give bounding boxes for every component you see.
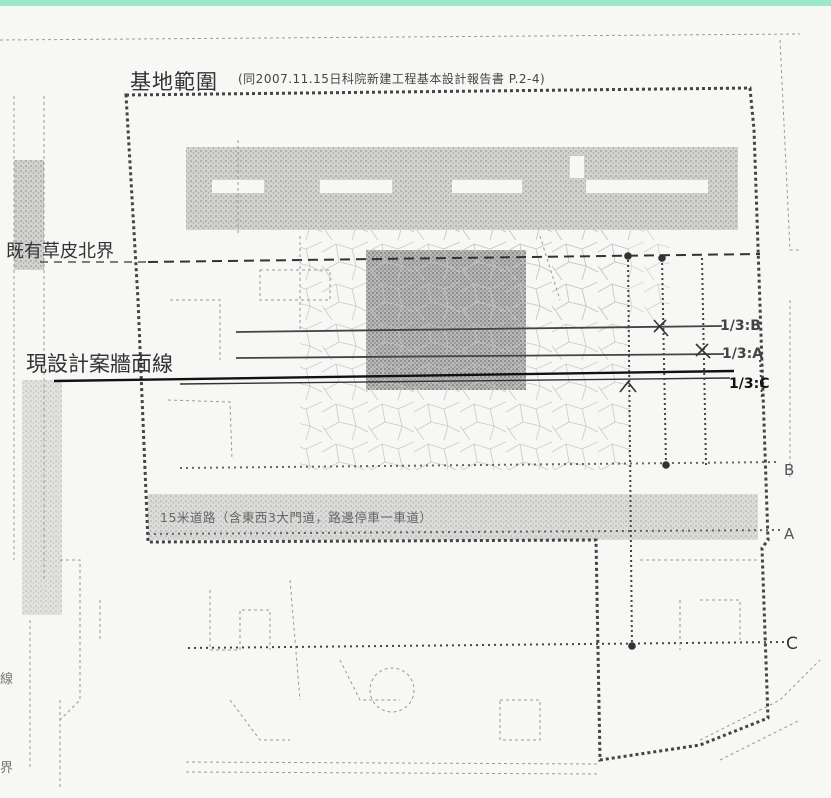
marker-b: B — [784, 461, 795, 479]
design-wall-line — [53, 369, 735, 383]
wall-line-second — [179, 377, 731, 385]
ratio-label-a: 1/3:A — [722, 346, 764, 362]
grass-boundary-line — [147, 253, 761, 263]
line-1-3-b — [235, 325, 723, 333]
title-subtitle: (同2007.11.15日科院新建工程基本設計報告書 P.2-4) — [238, 72, 546, 86]
design-wall-line-label: 現設計案牆面線 — [26, 352, 173, 376]
line-c — [187, 641, 785, 649]
line-b — [179, 461, 781, 469]
edge-fragment: 線 — [0, 672, 14, 687]
dimension-lines — [627, 254, 763, 649]
paving-pattern-2 — [440, 230, 670, 320]
top-band — [0, 0, 831, 6]
road-band — [148, 494, 758, 540]
left-stipple — [14, 160, 44, 270]
ratio-label-b: 1/3:B — [720, 318, 761, 334]
grass-boundary-label: 既有草皮北界 — [6, 241, 114, 262]
ratio-label-c: 1/3:C — [729, 376, 770, 392]
marker-a: A — [784, 525, 795, 543]
line-1-3-a — [235, 353, 725, 359]
dimension-arrows — [619, 252, 711, 650]
background-linework — [0, 33, 821, 790]
building-mass — [186, 147, 738, 230]
edge-fragment: 界 — [0, 761, 14, 776]
marker-c: C — [786, 634, 798, 654]
left-stipple-lower — [22, 380, 62, 615]
road-label: 15米道路（含東西3大門道，路邊停車一車道） — [160, 510, 433, 525]
site-area-title: 基地範圍 — [130, 70, 218, 94]
